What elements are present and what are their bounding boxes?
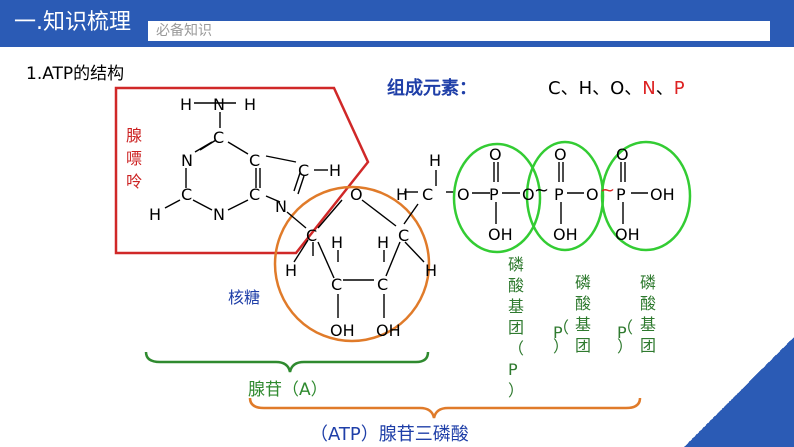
element-p: P xyxy=(674,78,685,99)
elements-sep: 、 xyxy=(656,78,674,99)
atom: O xyxy=(489,145,502,164)
atom: OH xyxy=(615,225,640,244)
adenosine-brace xyxy=(144,351,430,373)
atom: O xyxy=(522,185,535,204)
atom: N xyxy=(213,205,225,224)
ribose-bonds xyxy=(286,170,454,318)
atom: H xyxy=(425,261,437,280)
high-energy-bond-1: ~ xyxy=(534,180,549,201)
atom: H xyxy=(285,261,297,280)
atom: C xyxy=(249,185,260,204)
atom: H xyxy=(396,185,408,204)
atp-label: （ATP）腺苷三磷酸 xyxy=(310,424,469,445)
phosphate-label-3-char: 基 xyxy=(640,315,656,334)
phosphate-label-1: 磷 酸 基 团 （ P ） xyxy=(508,255,529,400)
phosphate-label-2-char: 酸 xyxy=(575,294,591,313)
phosphate-label-1-char: 磷 xyxy=(508,255,524,274)
phosphate-label-1-char: P xyxy=(508,360,518,379)
atom: C xyxy=(398,226,409,245)
adenosine-label: 腺苷（A） xyxy=(248,380,328,400)
adenine-bonds xyxy=(164,102,328,211)
phosphate-label-2-char: P xyxy=(553,323,563,342)
phosphate-label-1-char: 团 xyxy=(508,318,524,337)
high-energy-bond-2: ~ xyxy=(600,180,615,201)
phosphate-label-1-char: ） xyxy=(508,381,524,400)
atom: H xyxy=(244,95,256,114)
phosphate-label-2-char: ） xyxy=(553,337,569,356)
corner-decoration xyxy=(684,337,794,447)
phosphate-label-2-char: 团 xyxy=(575,336,591,355)
atom: H xyxy=(377,233,389,252)
atom: C xyxy=(422,185,433,204)
atp-brace xyxy=(248,397,642,419)
phosphate-label-3-char: 磷 xyxy=(640,273,656,292)
adenine-label-2: 嘌 xyxy=(126,149,142,168)
adenine-label-3: 呤 xyxy=(126,172,142,191)
atom: OH xyxy=(330,321,355,340)
atom: OH xyxy=(650,185,675,204)
phosphate-label-3-char: P xyxy=(617,323,627,342)
phosphate-atoms: O O P O OH ~ O P O OH ~ O P OH OH xyxy=(457,145,675,244)
phosphate-label-1-char: 基 xyxy=(508,297,524,316)
atom: O xyxy=(586,185,599,204)
phosphate-label-2-char: 基 xyxy=(575,315,591,334)
phosphate-label-2-char: 磷 xyxy=(575,273,591,292)
atom: C xyxy=(249,151,260,170)
atom: C xyxy=(213,128,224,147)
adenine-atoms: H N H C N C C H C C H N N xyxy=(149,95,341,224)
adenine-label-1: 腺 xyxy=(126,126,142,145)
phosphate-label-3-char: ） xyxy=(617,337,633,356)
atom: H xyxy=(329,161,341,180)
phosphate-ellipse-3 xyxy=(600,140,692,252)
ribose-atoms: O C C H H H H C C OH OH H H C xyxy=(285,151,441,340)
atom: O xyxy=(554,145,567,164)
elements-label: 组成元素： xyxy=(387,77,477,99)
adenine-label: 腺 嘌 呤 xyxy=(126,126,147,191)
atom: O xyxy=(616,145,629,164)
atom: C xyxy=(306,226,317,245)
phosphate-label-1-char: （ xyxy=(508,339,524,358)
elements-list: C、H、O、N、P xyxy=(548,78,685,99)
atom: OH xyxy=(553,225,578,244)
ribose-circle xyxy=(273,185,431,343)
ribose-label: 核糖 xyxy=(228,288,260,307)
phosphate-label-1-char: 酸 xyxy=(508,276,524,295)
phosphate-label-3: 磷 酸 基 团 （ P ） xyxy=(617,273,661,356)
phosphate-bonds xyxy=(472,162,648,224)
element-n: N xyxy=(642,78,655,99)
atom: OH xyxy=(376,321,401,340)
atom: P xyxy=(554,185,564,204)
atom: N xyxy=(181,151,193,170)
atom: C xyxy=(181,185,192,204)
atom: OH xyxy=(488,225,513,244)
phosphate-label-2: 磷 酸 基 团 （ P ） xyxy=(553,273,596,356)
elements-plain: C、H、O、 xyxy=(548,78,642,99)
atom: P xyxy=(616,185,626,204)
phosphate-ellipse-1 xyxy=(452,142,542,254)
atom: H xyxy=(429,151,441,170)
header-title: 一.知识梳理 xyxy=(14,10,131,35)
atom: H xyxy=(331,233,343,252)
section-title: 1.ATP的结构 xyxy=(26,64,124,84)
atom: N xyxy=(275,197,287,216)
atom: H xyxy=(180,95,192,114)
phosphate-label-3-char: 团 xyxy=(640,336,656,355)
atom: P xyxy=(489,185,499,204)
adenine-outline xyxy=(114,86,370,255)
atom: C xyxy=(331,275,342,294)
atom: H xyxy=(149,205,161,224)
atom: N xyxy=(213,95,225,114)
atom: C xyxy=(298,161,309,180)
atom: O xyxy=(350,185,363,204)
atom: C xyxy=(377,275,388,294)
phosphate-label-3-char: 酸 xyxy=(640,294,656,313)
header-subtitle: 必备知识 xyxy=(148,21,770,41)
atom: O xyxy=(457,185,470,204)
